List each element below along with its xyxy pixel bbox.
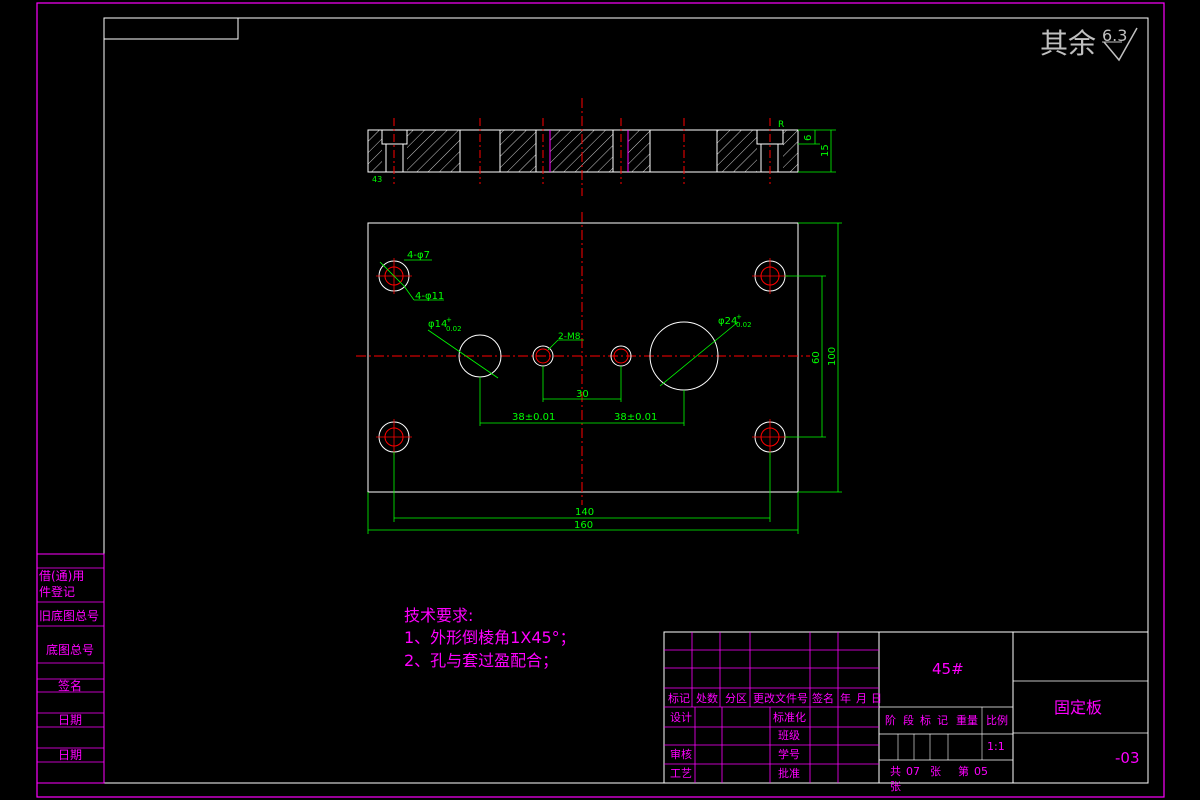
strip-label-2: 件登记 (39, 584, 75, 599)
strip-label-3: 旧底图总号 (39, 608, 99, 623)
hdr-count: 处数 (696, 692, 718, 705)
label-phi24-lower: 0.02 (736, 321, 752, 329)
drawing-number-box (103, 17, 239, 40)
stage-4: 记 (937, 714, 948, 727)
outer-border (36, 2, 1165, 798)
plate-outline (367, 222, 799, 493)
dim-15: 15 (820, 144, 831, 157)
part-name: 固定板 (1054, 698, 1102, 717)
dim-6: 6 (803, 135, 814, 141)
label-phi14-upper: + (446, 316, 452, 324)
hdr-zone: 分区 (725, 692, 747, 705)
label-2-m8: 2-M8 (558, 332, 581, 342)
row-standard: 标准化 (773, 710, 806, 724)
row-student-id: 学号 (778, 747, 800, 761)
dim-100: 100 (827, 347, 838, 366)
tech-title: 技术要求: (404, 606, 473, 625)
dim-60: 60 (811, 351, 822, 364)
hdr-sign: 签名 (812, 691, 834, 705)
dim-30: 30 (576, 389, 589, 400)
hdr-mark: 标记 (668, 691, 690, 705)
dim-fillet: R (778, 120, 784, 130)
stage-2: 段 (903, 713, 914, 727)
label-4-phi11: 4-φ11 (415, 291, 444, 302)
scale-value: 1:1 (987, 740, 1005, 753)
corner-hole-top-right (752, 258, 788, 294)
strip-label-6: 日期 (58, 713, 82, 727)
stage-3: 标 (920, 713, 931, 727)
tech-requirements: 技术要求: 1、外形倒棱角1X45°； 2、孔与套过盈配合； (404, 606, 576, 670)
dim-bottom-left: 43 (372, 175, 382, 184)
section-view: 6 15 R 43 (367, 98, 836, 196)
inner-border (103, 17, 1149, 784)
sheets-current-unit: 张 (890, 780, 901, 793)
stage-1: 阶 (885, 713, 896, 727)
roughness-value: 6.3 (1102, 26, 1127, 45)
corner-hole-bottom-right (752, 419, 788, 455)
sheets-current-prefix: 第 (958, 764, 969, 778)
plan-view: 4-φ7 4-φ11 φ14 + 0.02 φ24 + 0.02 2-M8 30… (356, 212, 842, 534)
hdr-change: 更改文件号 (753, 691, 808, 705)
strip-label-5: 签名 (58, 678, 82, 693)
row-approve: 批准 (778, 766, 800, 780)
strip-label-4: 底图总号 (46, 642, 94, 657)
row-design: 设计 (670, 711, 692, 724)
hdr-day: 日 (871, 692, 882, 705)
material: 45# (932, 660, 964, 678)
row-class: 班级 (778, 729, 800, 742)
dim-140: 140 (575, 507, 594, 518)
label-phi14-lower: 0.02 (446, 325, 462, 333)
sheets-total: 07 (906, 765, 920, 778)
dim-38-right: 38±0.01 (614, 412, 657, 423)
strip-label-7: 日期 (58, 748, 82, 762)
dim-38-left: 38±0.01 (512, 412, 555, 423)
row-process: 工艺 (670, 767, 692, 780)
tech-item-1: 1、外形倒棱角1X45°； (404, 628, 576, 647)
stage-weight: 重量 (956, 713, 978, 727)
left-strip: 借(通)用 件登记 旧底图总号 底图总号 签名 日期 日期 (36, 553, 105, 784)
drawing-number: -03 (1115, 749, 1140, 767)
title-block: 45# 固定板 -03 标记 处数 分区 更改文件号 签名 年 月 日 设计 审… (663, 631, 1149, 793)
label-phi24: φ24 (718, 316, 737, 327)
row-review: 审核 (670, 747, 692, 761)
stage-scale: 比例 (986, 713, 1008, 727)
roughness-symbol: 其余 6.3 (1040, 26, 1138, 62)
corner-hole-bottom-left (376, 419, 412, 455)
hdr-year: 年 (840, 691, 851, 705)
roughness-check-icon (1103, 27, 1138, 62)
strip-label-1: 借(通)用 (39, 569, 84, 583)
sheets-current: 05 (974, 765, 988, 778)
sheets-total-prefix: 共 (890, 765, 901, 778)
tech-item-2: 2、孔与套过盈配合； (404, 651, 558, 670)
roughness-prefix: 其余 (1040, 27, 1096, 60)
label-phi14: φ14 (428, 319, 447, 330)
dim-160: 160 (574, 520, 593, 531)
label-phi24-upper: + (736, 313, 742, 321)
hdr-month: 月 (856, 692, 867, 705)
sheets-total-unit: 张 (930, 765, 941, 778)
label-4-phi7: 4-φ7 (407, 250, 430, 261)
